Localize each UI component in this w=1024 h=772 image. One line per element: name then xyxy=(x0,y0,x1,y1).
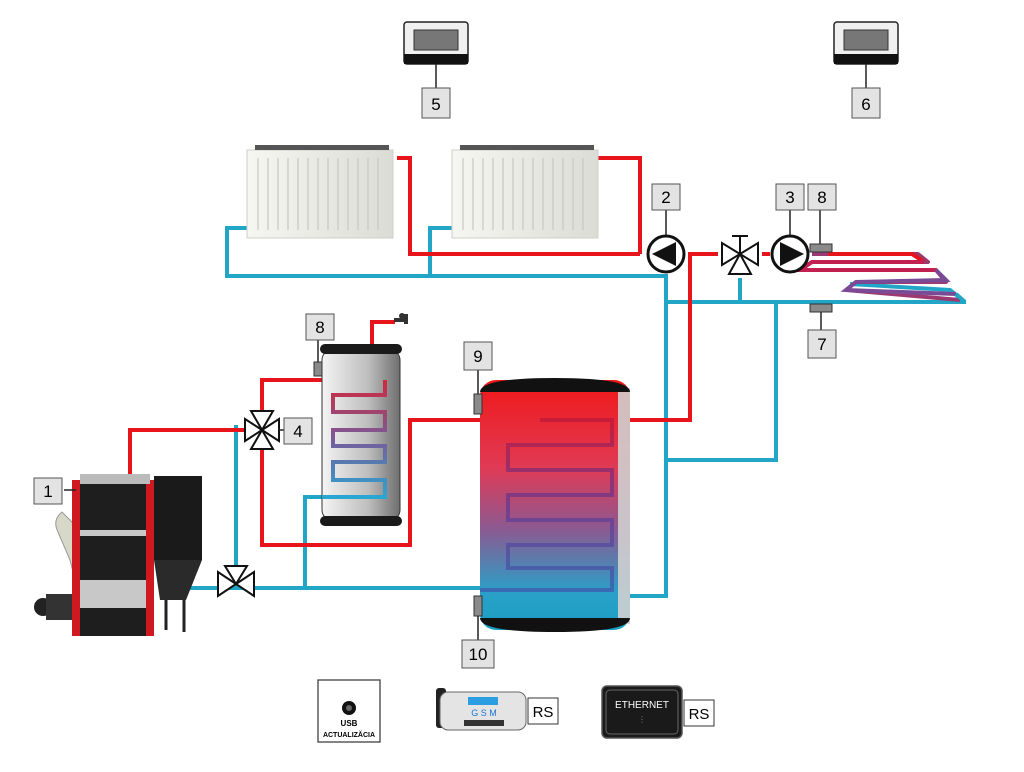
valve-dhw xyxy=(244,410,280,450)
svg-text:8: 8 xyxy=(817,188,826,207)
boiler xyxy=(34,474,202,636)
label-pump-floor: 3 xyxy=(775,183,805,211)
label-boiler: 1 xyxy=(33,477,63,505)
svg-text:G S M: G S M xyxy=(471,708,497,718)
svg-text:3: 3 xyxy=(785,188,794,207)
svg-text:USB: USB xyxy=(341,719,358,728)
gsm-module: G S M xyxy=(436,688,527,731)
label-pump-radiators: 2 xyxy=(651,183,681,211)
sensor-floor xyxy=(809,210,833,253)
svg-text:8: 8 xyxy=(315,318,324,337)
sensor-buffer-top xyxy=(473,370,483,415)
underfloor-outline xyxy=(793,252,967,304)
svg-text:6: 6 xyxy=(861,95,870,114)
label-sensor-buffer-bottom: 10 xyxy=(461,639,495,669)
svg-text:7: 7 xyxy=(817,335,826,354)
sensor-outdoor xyxy=(809,303,833,330)
radiator-1 xyxy=(246,145,394,239)
svg-text:ACTUALIZĂCIA: ACTUALIZĂCIA xyxy=(323,730,375,739)
label-room-panel-1: 5 xyxy=(421,87,451,119)
buffer-tank xyxy=(480,378,630,632)
svg-text:ETHERNET: ETHERNET xyxy=(615,700,669,711)
sensor-dhw xyxy=(313,340,323,377)
room-panel-2 xyxy=(833,21,899,88)
label-outdoor-sensor: 7 xyxy=(807,329,837,359)
pump-radiators xyxy=(646,210,686,274)
radiator-2 xyxy=(451,145,599,239)
label-sensor-buffer-top: 9 xyxy=(463,341,493,371)
ethernet-rs-port: RS xyxy=(683,699,715,727)
usb-module: USB ACTUALIZĂCIA xyxy=(317,679,381,743)
label-valve-dhw: 4 xyxy=(283,417,313,445)
return-pipes xyxy=(160,226,967,598)
room-panel-1 xyxy=(403,21,469,88)
label-sensor-dhw: 8 xyxy=(305,313,335,341)
svg-text:4: 4 xyxy=(293,422,302,441)
valve-boiler-return xyxy=(217,565,255,598)
svg-text:1: 1 xyxy=(43,482,52,501)
ethernet-module: ETHERNET ⋮ xyxy=(601,685,683,739)
svg-text:RS: RS xyxy=(689,706,710,723)
label-room-panel-2: 6 xyxy=(851,87,881,119)
label-sensor-floor: 8 xyxy=(807,183,837,211)
dhw-tank xyxy=(320,344,402,526)
svg-text:5: 5 xyxy=(431,95,440,114)
tap-icon xyxy=(394,313,408,324)
mixing-valve-floor xyxy=(721,235,759,275)
gsm-rs-port: RS xyxy=(527,697,559,725)
svg-text:9: 9 xyxy=(473,347,482,366)
svg-text:10: 10 xyxy=(469,645,488,664)
svg-text:2: 2 xyxy=(661,188,670,207)
pump-floor xyxy=(770,210,810,274)
svg-text:⋮: ⋮ xyxy=(638,715,646,724)
svg-text:RS: RS xyxy=(533,704,554,721)
sensor-buffer-bottom xyxy=(473,595,483,640)
